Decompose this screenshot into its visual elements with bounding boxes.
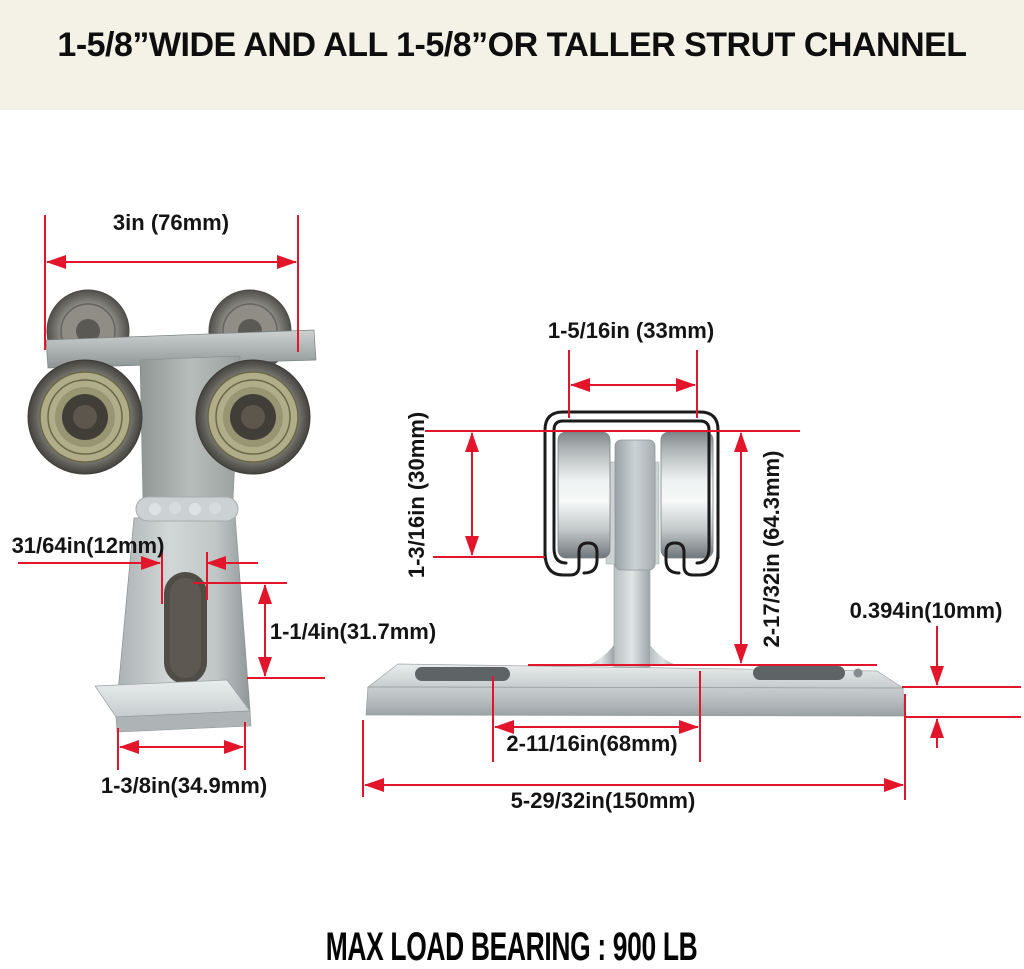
dim-label-slot-length: 1-1/4in(31.7mm) <box>269 619 437 644</box>
front-view-figure <box>27 289 317 733</box>
max-load-text: MAX LOAD BEARING : 900 LB <box>326 925 698 969</box>
dim-label-roller-height: 1-3/16in (30mm) <box>404 411 429 579</box>
dim-label-foot-width: 1-3/8in(34.9mm) <box>100 773 268 798</box>
side-left-bearing <box>557 431 611 559</box>
dim-label-edge-offset: 31/64in(12mm) <box>11 533 165 558</box>
dim-label-front-width: 3in (76mm) <box>112 210 230 235</box>
max-load-banner: MAX LOAD BEARING : 900 LB <box>0 925 1024 969</box>
side-right-bearing <box>660 431 714 559</box>
strut-channel-outline <box>543 410 720 577</box>
dim-label-channel-width: 1-5/16in (33mm) <box>547 318 715 343</box>
axle-crossbar <box>45 329 317 369</box>
mounting-slot <box>164 572 207 684</box>
dim-label-plate-length: 5-29/32in(150mm) <box>510 788 696 813</box>
base-plate-front-face <box>365 686 905 717</box>
front-left-bearing <box>27 359 143 475</box>
dimension-lines <box>18 215 1021 800</box>
dim-label-plate-thickness: 0.394in(10mm) <box>849 598 1003 623</box>
foot-top-face <box>94 679 251 718</box>
page-title: 1-5/8”WIDE AND ALL 1-5/8”OR TALLER STRUT… <box>57 26 967 64</box>
side-roller-assembly <box>557 431 714 571</box>
base-plate-slots <box>415 666 863 681</box>
side-view-figure <box>365 410 905 717</box>
header-banner: 1-5/8”WIDE AND ALL 1-5/8”OR TALLER STRUT… <box>0 0 1024 110</box>
foot-front-face <box>115 710 252 733</box>
dim-label-overall-height: 2-17/32in (64.3mm) <box>759 450 784 648</box>
front-right-bearing <box>195 359 311 475</box>
dim-label-slot-spacing: 2-11/16in(68mm) <box>506 731 678 756</box>
weld-seam <box>135 496 239 522</box>
